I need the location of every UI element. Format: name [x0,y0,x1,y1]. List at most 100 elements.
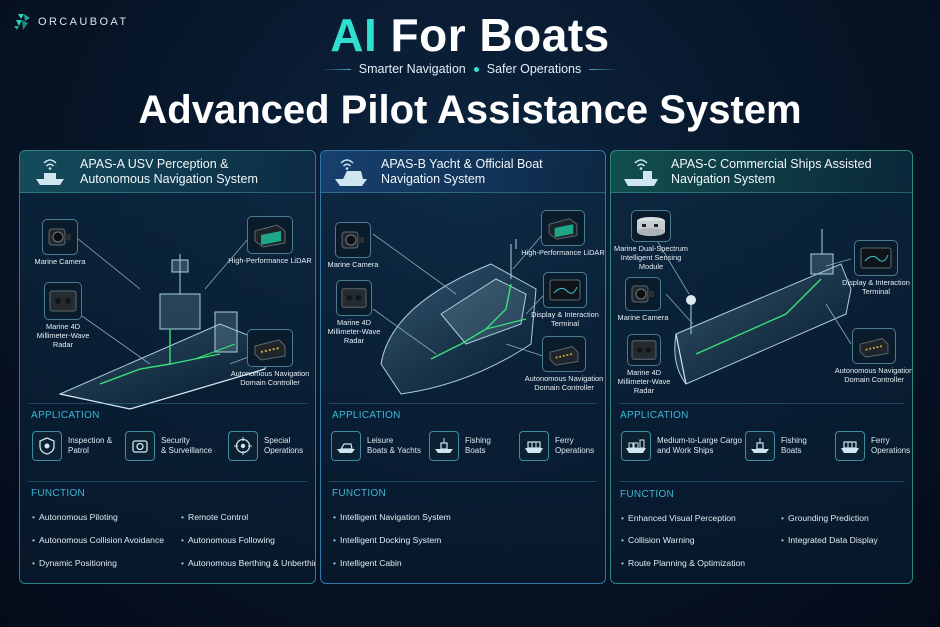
application-heading: APPLICATION [620,410,689,421]
function-item: Grounding Prediction [781,513,869,523]
usv-wifi-icon [36,158,64,185]
function-heading: FUNCTION [620,489,675,500]
fishing-boat-icon [745,431,775,461]
radar-label-line-1: Marine 4D [336,318,372,327]
app-label-line-1: Fishing [781,436,807,445]
function-item: Intelligent Docking System [333,535,441,545]
tagline-item-1: Smarter Navigation [358,62,466,76]
display-label-line-2: Terminal [551,319,579,328]
ferry-icon [519,431,549,461]
radar-label: Marine 4D Millimeter-Wave Radar [613,368,675,395]
marine-camera: Marine Camera [30,219,90,266]
app-label-line-2: and Work Ships [657,446,714,455]
app-label-line-2: Operations [264,446,304,455]
brand-name: ORCAUBOAT [38,16,129,28]
marine-4d-radar: Marine 4D Millimeter-Wave Radar [321,280,387,345]
panel-title-line-2: Navigation System [671,171,776,186]
target-crosshair-icon [228,431,258,461]
app-label-line-1: Security [161,436,190,445]
divider [28,481,307,482]
panel-apas-c: APAS-C Commercial Ships Assisted Navigat… [610,150,913,584]
lidar-label: High-Performance LiDAR [521,248,605,257]
camera-icon [42,219,78,255]
divider [619,481,904,482]
app-label: Inspection &Patrol [68,436,112,456]
sensing-label-line-2: Intelligent Sensing [620,253,682,262]
function-item: Autonomous Collision Avoidance [32,535,164,545]
function-item: Collision Warning [621,535,695,545]
controller-label-line-2: Domain Controller [844,375,904,384]
radar-label: Marine 4D Millimeter-Wave Radar [28,322,98,349]
usv-diagram: Marine Camera Marine 4D Millimeter-Wave … [20,194,315,544]
display-interaction-terminal: Display & Interaction Terminal [837,240,912,296]
fishing-boat-icon [429,431,459,461]
app-label-line-2: Patrol [68,446,89,455]
app-inspection-patrol: Inspection &Patrol [32,431,112,461]
panel-header: APAS-B Yacht & Official Boat Navigation … [321,151,605,193]
radar-label: Marine 4D Millimeter-Wave Radar [321,318,387,345]
controller-icon [852,328,896,364]
app-label-line-1: Ferry [555,436,574,445]
display-interaction-terminal: Display & Interaction Terminal [526,272,604,328]
panel-title-line-2: Autonomous Navigation System [80,171,258,186]
autonomous-navigation-controller: Autonomous Navigation Domain Controller [228,329,312,387]
app-security-surveillance: Security& Surveillance [125,431,212,461]
display-label-line-1: Display & Interaction [531,310,599,319]
app-label-line-2: Operations [871,446,911,455]
app-label-line-1: Fishing [465,436,491,445]
panel-apas-a: APAS-A USV Perception & Autonomous Navig… [19,150,316,584]
app-label-line-1: Medium-to-Large Cargo [657,436,742,445]
divider [329,481,597,482]
cargo-ship-illustration [655,229,852,385]
panel-header: APAS-C Commercial Ships Assisted Navigat… [611,151,912,193]
function-item: Enhanced Visual Perception [621,513,736,523]
radar-label-line-1: Marine 4D [626,368,662,377]
controller-icon [247,329,293,367]
camera-label: Marine Camera [327,260,379,269]
app-label-line-2: & Surveillance [161,446,213,455]
panel-title-line-1: APAS-B Yacht & Official Boat [381,156,543,171]
app-label-line-1: Leisure [367,436,394,445]
radar-label-line-2: Millimeter-Wave [327,327,381,336]
radar-label-line-2: Millimeter-Wave [36,331,90,340]
panel-header: APAS-A USV Perception & Autonomous Navig… [20,151,315,193]
camera-icon [335,222,371,258]
marine-4d-radar: Marine 4D Millimeter-Wave Radar [28,282,98,349]
panel-title-line-2: Navigation System [381,171,486,186]
function-item: Remote Control [181,512,248,522]
app-label-line-2: Operations [555,446,595,455]
function-item: Intelligent Navigation System [333,512,451,522]
tagline: Smarter Navigation Safer Operations [0,62,940,76]
marine-camera: Marine Camera [323,222,383,269]
divider [329,403,597,404]
tagline-line-left [320,68,351,70]
function-item: Autonomous Following [181,535,275,545]
shield-badge-icon [32,431,62,461]
sensing-label: Marine Dual-Spectrum Intelligent Sensing… [613,244,689,271]
panel-title: APAS-B Yacht & Official Boat Navigation … [381,157,543,187]
hero-title-rest: For Boats [377,9,610,61]
app-label-line-2: Boats [781,446,802,455]
lidar-icon [247,216,293,254]
radar-label-line-2: Millimeter-Wave [617,377,671,386]
function-item: Integrated Data Display [781,535,878,545]
camera-icon [625,277,661,311]
radar-icon [627,334,661,366]
function-heading: FUNCTION [332,488,387,499]
app-label-line-2: Boats [465,446,486,455]
panel-apas-b: APAS-B Yacht & Official Boat Navigation … [320,150,606,584]
hero: AI For Boats Smarter Navigation Safer Op… [0,8,940,76]
application-heading: APPLICATION [31,410,100,421]
controller-icon [542,336,586,372]
function-item: Dynamic Positioning [32,558,117,568]
radar-icon [336,280,372,316]
autonomous-navigation-controller: Autonomous Navigation Domain Controller [831,328,912,384]
tagline-dot [473,66,479,72]
